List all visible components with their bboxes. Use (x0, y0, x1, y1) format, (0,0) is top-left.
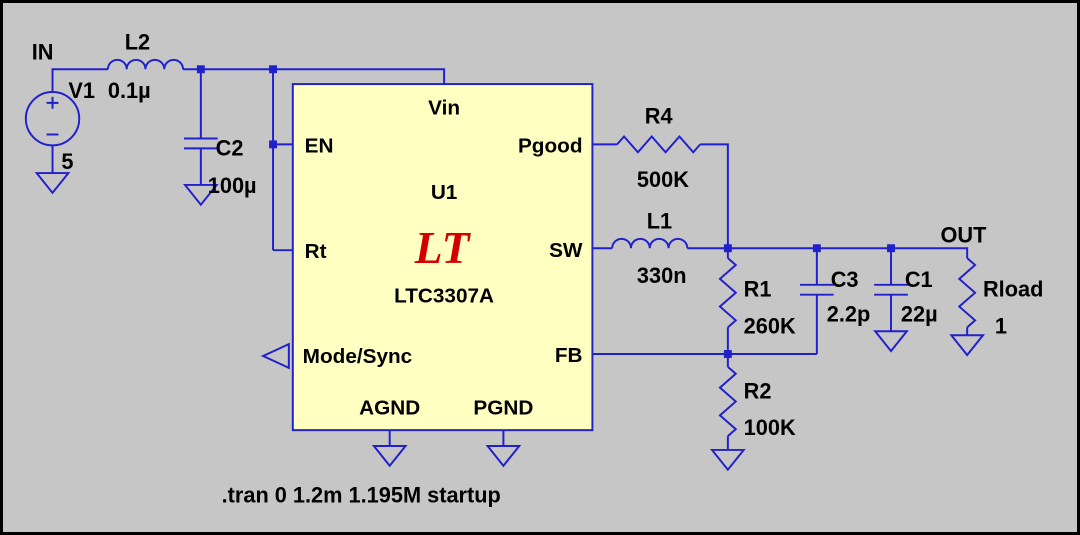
junction-dot (723, 350, 732, 358)
ground-symbol[interactable] (949, 334, 986, 357)
ground-symbol[interactable] (182, 183, 219, 207)
resistor-Rload[interactable] (957, 257, 977, 329)
ic-refdes-label[interactable]: U1 (431, 181, 458, 204)
resistor-R2[interactable] (718, 366, 738, 437)
inductor-L1[interactable] (611, 237, 689, 249)
net-label-in[interactable]: IN (32, 39, 54, 64)
resistor-R1[interactable] (718, 257, 738, 329)
wire-segment (700, 143, 729, 249)
wire-segment (687, 247, 969, 259)
ic-part-label[interactable]: LTC3307A (394, 285, 494, 308)
junction-dots (196, 65, 895, 358)
ic-body[interactable] (291, 83, 594, 432)
ic-pin-label-fb: FB (555, 344, 583, 367)
label-Rload-value[interactable]: 1 (995, 313, 1007, 338)
label-C2-refdes[interactable]: C2 (216, 135, 244, 160)
wire-segment (51, 68, 108, 92)
inductor-coil (106, 58, 185, 70)
resistor-zigzag (616, 134, 701, 154)
label-V1-refdes[interactable]: V1 (68, 78, 95, 103)
ic-pin-label-en: EN (305, 134, 334, 157)
junction-dot (887, 244, 895, 253)
lt-logo-icon: LT (414, 222, 472, 273)
capacitor-C3[interactable] (800, 283, 834, 296)
ic-pin-label-sw: SW (549, 239, 583, 262)
label-L2-value[interactable]: 0.1µ (108, 78, 151, 103)
plus-terminal (46, 96, 59, 109)
label-Rload-refdes[interactable]: Rload (983, 277, 1043, 302)
voltage-source-V1[interactable] (24, 91, 81, 147)
capacitor-C2[interactable] (184, 137, 218, 150)
label-C1-refdes[interactable]: C1 (905, 267, 933, 292)
label-L1-value[interactable]: 330n (637, 263, 687, 288)
label-R4-refdes[interactable]: R4 (645, 104, 673, 129)
ic-pin-label-agnd: AGND (359, 396, 420, 419)
junction-dot (269, 65, 277, 74)
mode-sync-port-arrow-icon (260, 342, 290, 370)
inductor-L2[interactable] (106, 58, 185, 70)
junction-dot (812, 244, 821, 253)
label-C1-value[interactable]: 22µ (901, 301, 938, 326)
resistor-zigzag (718, 257, 738, 329)
junction-dot (269, 140, 277, 149)
source-body (24, 91, 81, 147)
resistor-R4[interactable] (616, 134, 701, 154)
ic-pin-label-pgood: Pgood (518, 134, 583, 157)
ic-pin-label-pgnd: PGND (473, 396, 533, 419)
label-C3-refdes[interactable]: C3 (831, 267, 859, 292)
spice-directive[interactable]: .tran 0 1.2m 1.195M startup (222, 482, 501, 507)
label-R1-refdes[interactable]: R1 (744, 277, 772, 302)
ic-pin-label-rt: Rt (305, 240, 327, 263)
net-label-out[interactable]: OUT (940, 222, 987, 247)
ground-symbol[interactable] (873, 330, 909, 353)
ground-symbol[interactable] (485, 444, 522, 468)
ground-symbols (34, 172, 986, 472)
resistor-zigzag (957, 257, 977, 329)
junction-dot (196, 65, 205, 74)
ic-pin-label-modesync: Mode/Sync (303, 345, 413, 368)
ic-U1[interactable]: Vin EN Rt Mode/Sync AGND PGND Pgood SW F… (260, 83, 594, 432)
ground-symbol[interactable] (371, 444, 408, 468)
label-V1-value[interactable]: 5 (61, 149, 73, 174)
label-R4-value[interactable]: 500K (637, 167, 689, 192)
ic-pin-label-vin: Vin (428, 97, 460, 120)
junction-dot (723, 244, 732, 253)
label-L2-refdes[interactable]: L2 (125, 29, 150, 54)
ground-symbol[interactable] (709, 448, 746, 472)
capacitor-C1[interactable] (874, 283, 908, 296)
label-C2-value[interactable]: 100µ (208, 173, 257, 198)
label-L1-refdes[interactable]: L1 (647, 208, 672, 233)
label-R1-value[interactable]: 260K (744, 313, 796, 338)
wire-segment (183, 68, 446, 85)
inductor-coil (611, 237, 689, 249)
label-C3-value[interactable]: 2.2p (827, 301, 871, 326)
ground-symbol[interactable] (34, 172, 71, 195)
label-R2-refdes[interactable]: R2 (744, 379, 772, 404)
resistor-zigzag (718, 366, 738, 437)
label-R2-value[interactable]: 100K (744, 415, 796, 440)
